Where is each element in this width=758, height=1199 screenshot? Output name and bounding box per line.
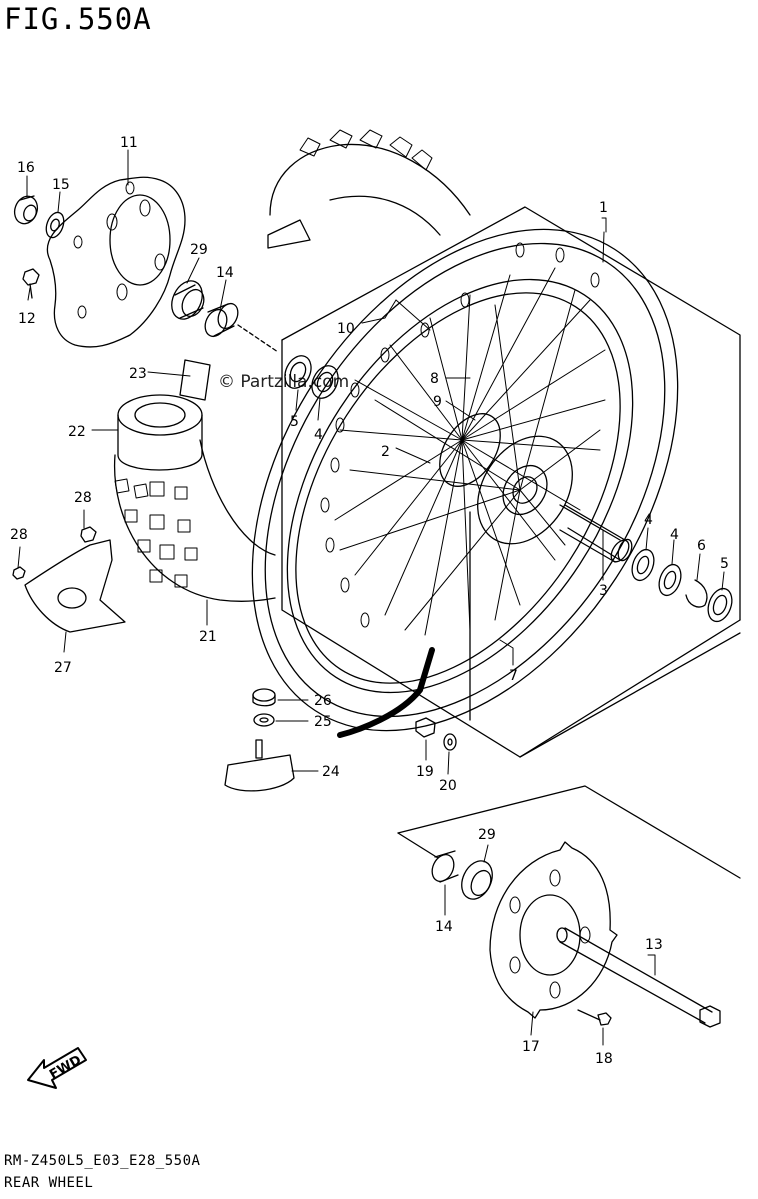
bearing-4-right-1 (628, 547, 658, 584)
callout-28b[interactable]: 28 (10, 527, 28, 543)
callout-4a[interactable]: 4 (314, 427, 323, 443)
callout-2[interactable]: 2 (381, 444, 390, 460)
callout-15[interactable]: 15 (52, 177, 70, 193)
leader-lines (18, 150, 724, 1045)
callout-29a[interactable]: 29 (190, 242, 208, 258)
bolt-18 (578, 1010, 611, 1025)
callout-28a[interactable]: 28 (74, 490, 92, 506)
callout-13[interactable]: 13 (645, 937, 663, 953)
bolt-12 (23, 269, 39, 298)
callout-22[interactable]: 22 (68, 424, 86, 440)
callout-4b[interactable]: 4 (644, 512, 653, 528)
callout-10[interactable]: 10 (337, 321, 355, 337)
tire-21 (115, 440, 275, 601)
callout-5b[interactable]: 5 (720, 556, 729, 572)
callout-23[interactable]: 23 (129, 366, 147, 382)
washer-15 (43, 210, 67, 240)
bolt-28-right (81, 527, 96, 542)
callout-17[interactable]: 17 (522, 1039, 540, 1055)
rear-wheel (164, 151, 758, 808)
nut-19 (416, 718, 435, 737)
callout-27[interactable]: 27 (54, 660, 72, 676)
watermark: © Partzilla.com (218, 372, 350, 392)
rim-band-23 (180, 360, 210, 400)
axle-13 (557, 928, 720, 1027)
spacer-3 (565, 505, 634, 562)
oil-seal-5-left (280, 352, 316, 393)
fwd-arrow (28, 1048, 86, 1088)
callout-9[interactable]: 9 (433, 394, 442, 410)
callout-7[interactable]: 7 (509, 668, 518, 684)
callout-14b[interactable]: 14 (435, 919, 453, 935)
callout-6[interactable]: 6 (697, 538, 706, 554)
model-code: RM-Z450L5_E03_E28_550A (4, 1153, 201, 1169)
collar-14-bottom (428, 851, 458, 885)
callout-18[interactable]: 18 (595, 1051, 613, 1067)
dust-seal-29-top (166, 276, 208, 324)
spacer-16 (11, 193, 41, 227)
callout-12[interactable]: 12 (18, 311, 36, 327)
circlip-6 (686, 580, 707, 607)
callout-19[interactable]: 19 (416, 764, 434, 780)
washer-25 (254, 714, 274, 726)
callout-labels: 1 2 3 4 4 4 5 5 6 7 8 9 10 11 12 13 14 1… (10, 135, 729, 1067)
callout-16[interactable]: 16 (17, 160, 35, 176)
bolt-28-left (13, 567, 25, 579)
tube-22 (118, 395, 202, 470)
oil-seal-5-right (704, 585, 736, 624)
callout-25[interactable]: 25 (314, 714, 332, 730)
callout-1[interactable]: 1 (599, 200, 608, 216)
callout-20[interactable]: 20 (439, 778, 457, 794)
callout-26[interactable]: 26 (314, 693, 332, 709)
callout-3[interactable]: 3 (599, 583, 608, 599)
tire-section-top (268, 130, 470, 248)
callout-24[interactable]: 24 (322, 764, 340, 780)
figure-title: FIG.550A (4, 2, 152, 36)
callout-29b[interactable]: 29 (478, 827, 496, 843)
bearing-4-right-2 (655, 562, 685, 599)
washer-20 (444, 734, 456, 750)
callout-11[interactable]: 11 (120, 135, 138, 151)
section-name: REAR WHEEL (4, 1175, 94, 1191)
disc-guard-27 (25, 540, 125, 632)
dust-seal-29-bottom (456, 856, 498, 904)
nut-26 (253, 689, 275, 706)
callout-4c[interactable]: 4 (670, 527, 679, 543)
callout-8[interactable]: 8 (430, 371, 439, 387)
bead-stopper-24 (225, 740, 294, 791)
bearing-4-left (307, 362, 343, 403)
brake-disc (47, 177, 185, 347)
sprocket-17 (490, 842, 617, 1018)
callout-5a[interactable]: 5 (290, 414, 299, 430)
collar-14-top (201, 300, 278, 352)
callout-14a[interactable]: 14 (216, 265, 234, 281)
assembly-bottom-outline (398, 786, 740, 878)
callout-21[interactable]: 21 (199, 629, 217, 645)
